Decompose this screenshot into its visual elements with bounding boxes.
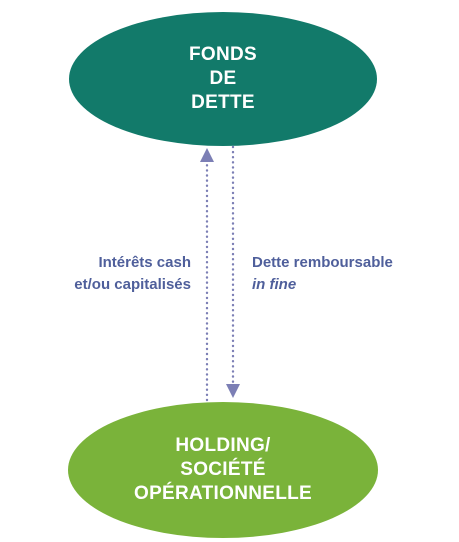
arrow-up-head [200,148,214,162]
node-bottom-line-2: SOCIÉTÉ [180,459,266,481]
label-dette-remboursable: Dette remboursable in fine [252,252,393,296]
node-top-line-3: DETTE [191,91,255,113]
label-left-line-2: et/ou capitalisés [74,275,191,293]
label-right-line-1: Dette remboursable [252,254,393,271]
node-top-line-1: FONDS [189,44,257,66]
node-fonds-de-dette: FONDS DE DETTE [69,12,377,146]
node-holding-societe-operationnelle: HOLDING/ SOCIÉTÉ OPÉRATIONNELLE [68,402,378,538]
node-bottom-line-1: HOLDING/ [175,435,271,457]
label-interets: Intérêts cash et/ou capitalisés [74,252,191,296]
label-right-line-2: in fine [252,275,297,293]
arrow-down-head [226,384,240,398]
label-left-line-1: Intérêts cash [98,254,191,271]
node-top-line-2: DE [209,68,237,90]
node-bottom-line-3: OPÉRATIONNELLE [133,482,313,504]
